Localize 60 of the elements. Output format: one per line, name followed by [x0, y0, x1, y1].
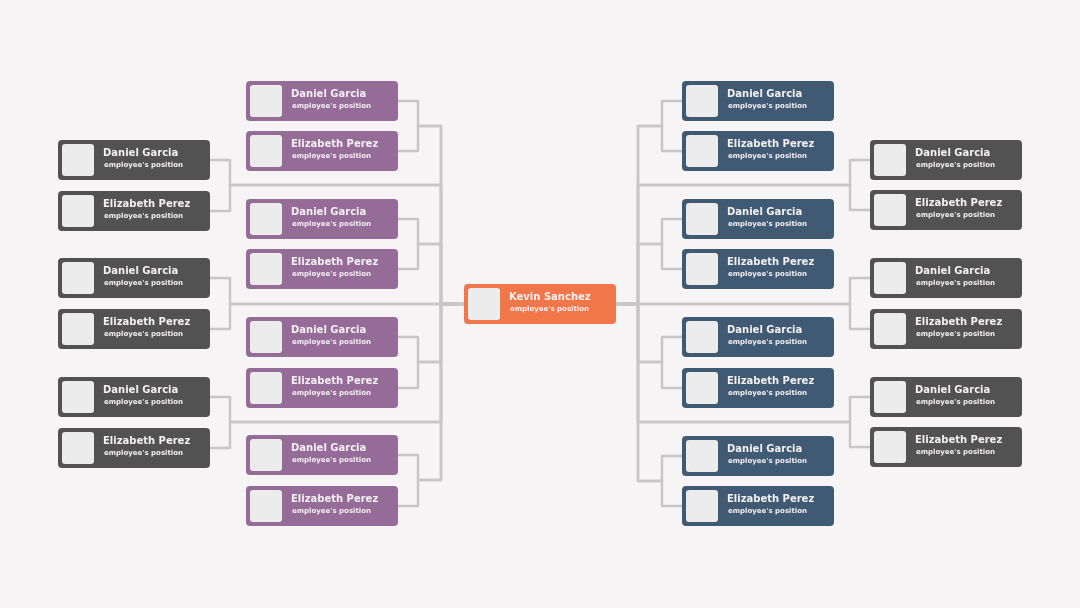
employee-card — [682, 436, 834, 476]
employee-card — [464, 284, 616, 324]
employee-card — [682, 199, 834, 239]
employee-card — [682, 368, 834, 408]
employee-name: Elizabeth Perez — [727, 375, 815, 387]
employee-card — [246, 199, 398, 239]
employee-name: Daniel Garcia — [727, 324, 803, 336]
employee-card — [246, 81, 398, 121]
connector-line — [616, 302, 870, 449]
employee-name: Daniel Garcia — [291, 324, 367, 336]
employee-name: Elizabeth Perez — [103, 435, 191, 447]
employee-name: Daniel Garcia — [103, 147, 179, 159]
employee-card — [682, 249, 834, 289]
employee-name: Daniel Garcia — [291, 88, 367, 100]
employee-card — [682, 131, 834, 171]
employee-name: Kevin Sanchez — [509, 291, 591, 303]
employee-name: Elizabeth Perez — [103, 198, 191, 210]
employee-card — [682, 81, 834, 121]
employee-card — [870, 427, 1022, 467]
employee-name: Daniel Garcia — [291, 206, 367, 218]
employee-name: Elizabeth Perez — [291, 493, 379, 505]
employee-name: Elizabeth Perez — [727, 256, 815, 268]
employee-name: Elizabeth Perez — [291, 138, 379, 150]
employee-name: Daniel Garcia — [103, 265, 179, 277]
employee-card — [58, 258, 210, 298]
employee-card — [246, 249, 398, 289]
employee-card — [870, 140, 1022, 180]
employee-name: Elizabeth Perez — [727, 138, 815, 150]
employee-name: Elizabeth Perez — [727, 493, 815, 505]
connector-line — [210, 302, 464, 450]
employee-name: Daniel Garcia — [915, 384, 991, 396]
employee-card — [682, 317, 834, 357]
employee-name: Daniel Garcia — [727, 443, 803, 455]
employee-name: Daniel Garcia — [727, 88, 803, 100]
employee-name: Elizabeth Perez — [915, 434, 1003, 446]
employee-name: Daniel Garcia — [727, 206, 803, 218]
employee-card — [58, 309, 210, 349]
employee-card — [870, 377, 1022, 417]
employee-name: Daniel Garcia — [915, 147, 991, 159]
employee-card — [246, 435, 398, 475]
employee-card — [246, 368, 398, 408]
employee-card — [246, 486, 398, 526]
employee-name: Elizabeth Perez — [291, 256, 379, 268]
employee-name: Daniel Garcia — [291, 442, 367, 454]
employee-card — [58, 377, 210, 417]
employee-name: Elizabeth Perez — [291, 375, 379, 387]
employee-name: Daniel Garcia — [915, 265, 991, 277]
employee-name: Elizabeth Perez — [915, 316, 1003, 328]
employee-card — [58, 428, 210, 468]
employee-card — [870, 258, 1022, 298]
employee-card — [58, 191, 210, 231]
employee-card — [246, 317, 398, 357]
employee-card — [870, 190, 1022, 230]
employee-name: Daniel Garcia — [103, 384, 179, 396]
employee-card — [246, 131, 398, 171]
employee-name: Elizabeth Perez — [103, 316, 191, 328]
employee-card — [870, 309, 1022, 349]
employee-name: Elizabeth Perez — [915, 197, 1003, 209]
employee-card — [682, 486, 834, 526]
employee-card — [58, 140, 210, 180]
